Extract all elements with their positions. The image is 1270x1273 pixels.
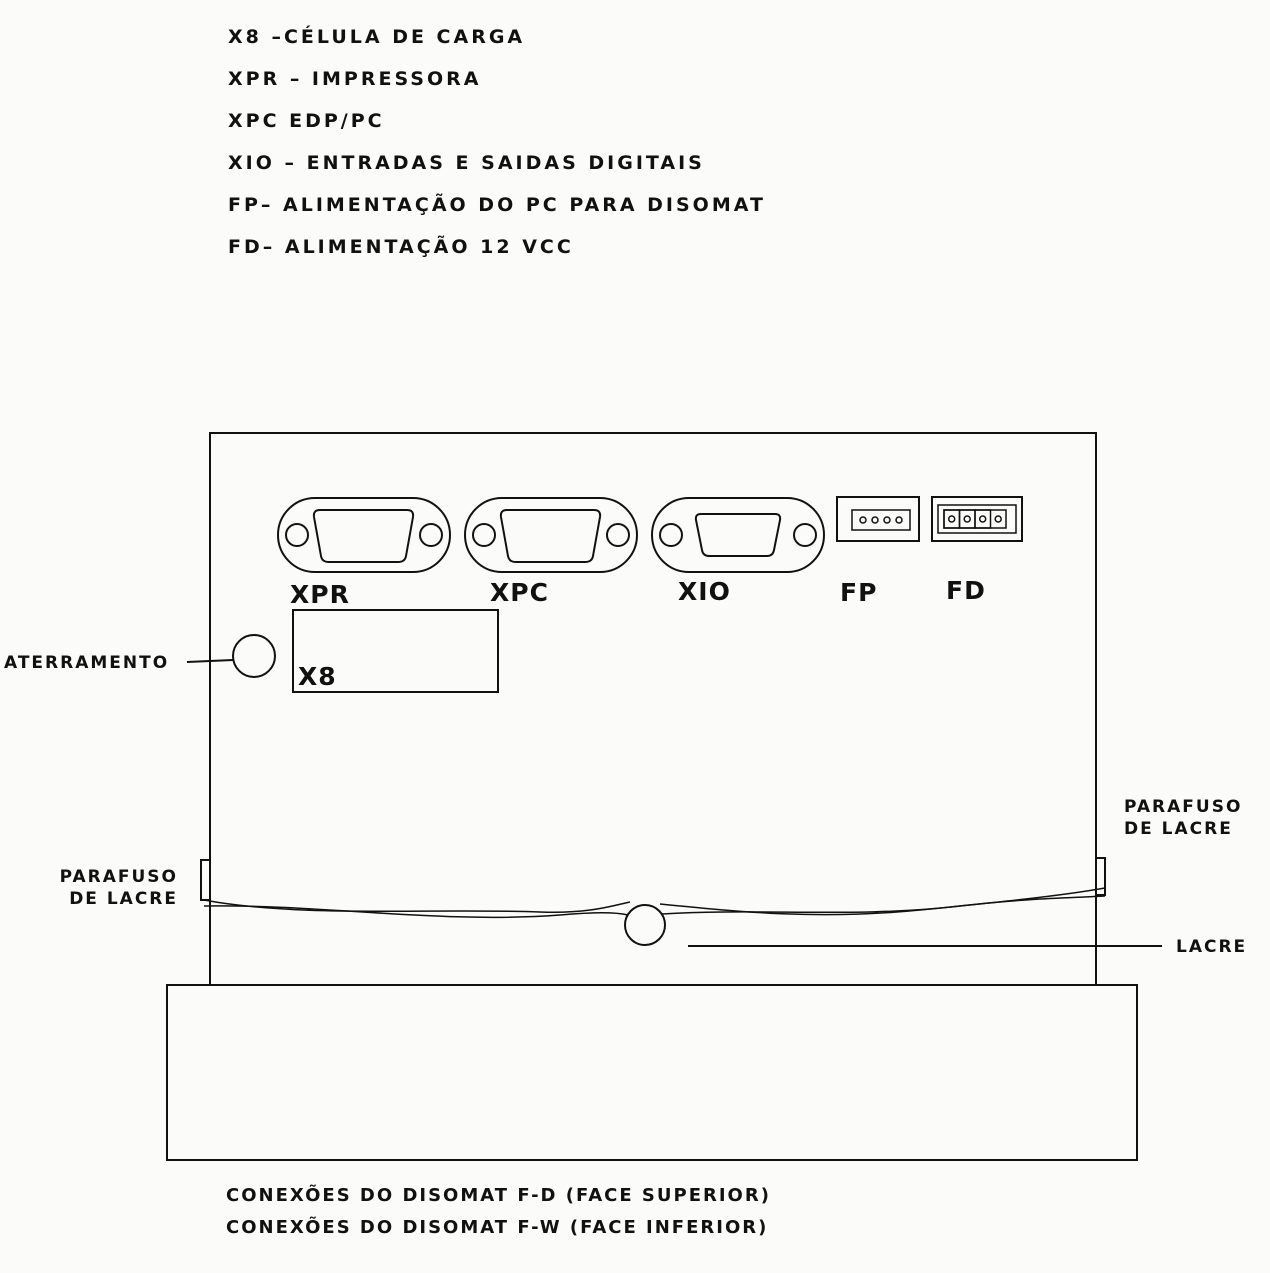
figure-caption: CONEXÕES DO DISOMAT F-D (FACE SUPERIOR) … <box>226 1180 771 1244</box>
legend-item-fp: FP– ALIMENTAÇÃO DO PC PARA DISOMAT <box>228 194 766 216</box>
seal-screw-left-label: PARAFUSO DE LACRE <box>60 866 178 910</box>
seal-wire-left-b <box>203 905 629 919</box>
fd-connector <box>931 496 1023 542</box>
seal-screw-left <box>200 859 210 901</box>
legend-item-x8: X8 –CÉLULA DE CARGA <box>228 26 526 48</box>
legend-item-xpr: XPR – IMPRESSORA <box>228 68 482 90</box>
legend-item-xio: XIO – ENTRADAS E SAIDAS DIGITAIS <box>228 152 705 174</box>
xpr-label: XPR <box>290 580 350 609</box>
caption-line-1: CONEXÕES DO DISOMAT F-D (FACE SUPERIOR) <box>226 1185 771 1206</box>
fp-label: FP <box>840 578 878 607</box>
seal-wire-right-a <box>659 887 1106 916</box>
fd-label: FD <box>946 576 986 605</box>
xio-label: XIO <box>678 577 731 606</box>
legend-item-xpc: XPC EDP/PC <box>228 110 385 132</box>
seal-screw-right <box>1096 857 1106 896</box>
seal-screw-left-line-1: PARAFUSO <box>59 867 178 887</box>
x8-connector <box>292 609 499 693</box>
x8-label: X8 <box>298 662 337 691</box>
device-housing <box>209 432 1097 994</box>
seal-screw-right-label: PARAFUSO DE LACRE <box>1124 796 1242 840</box>
grounding-leader <box>186 659 234 663</box>
grounding-terminal <box>232 634 276 678</box>
connection-legend: X8 –CÉLULA DE CARGA XPR – IMPRESSORA XPC… <box>228 16 766 268</box>
legend-item-fd: FD– ALIMENTAÇÃO 12 VCC <box>228 236 574 258</box>
seal-screw-right-line-2: DE LACRE <box>1124 819 1233 839</box>
seal-screw-right-line-1: PARAFUSO <box>1124 797 1243 817</box>
caption-line-2: CONEXÕES DO DISOMAT F-W (FACE INFERIOR) <box>226 1217 769 1238</box>
xpc-label: XPC <box>490 578 549 607</box>
grounding-label: ATERRAMENTO <box>4 653 170 673</box>
seal-wire-right-b <box>661 895 1106 915</box>
xpr-connector <box>277 497 451 573</box>
xpc-connector <box>464 497 638 573</box>
seal-screw-left-line-2: DE LACRE <box>69 889 178 909</box>
fp-connector <box>836 496 920 542</box>
seal-wire-left-a <box>203 899 631 914</box>
device-base <box>166 984 1138 1161</box>
xio-connector <box>651 497 825 573</box>
seal <box>624 904 666 946</box>
seal-label: LACRE <box>1176 937 1248 957</box>
